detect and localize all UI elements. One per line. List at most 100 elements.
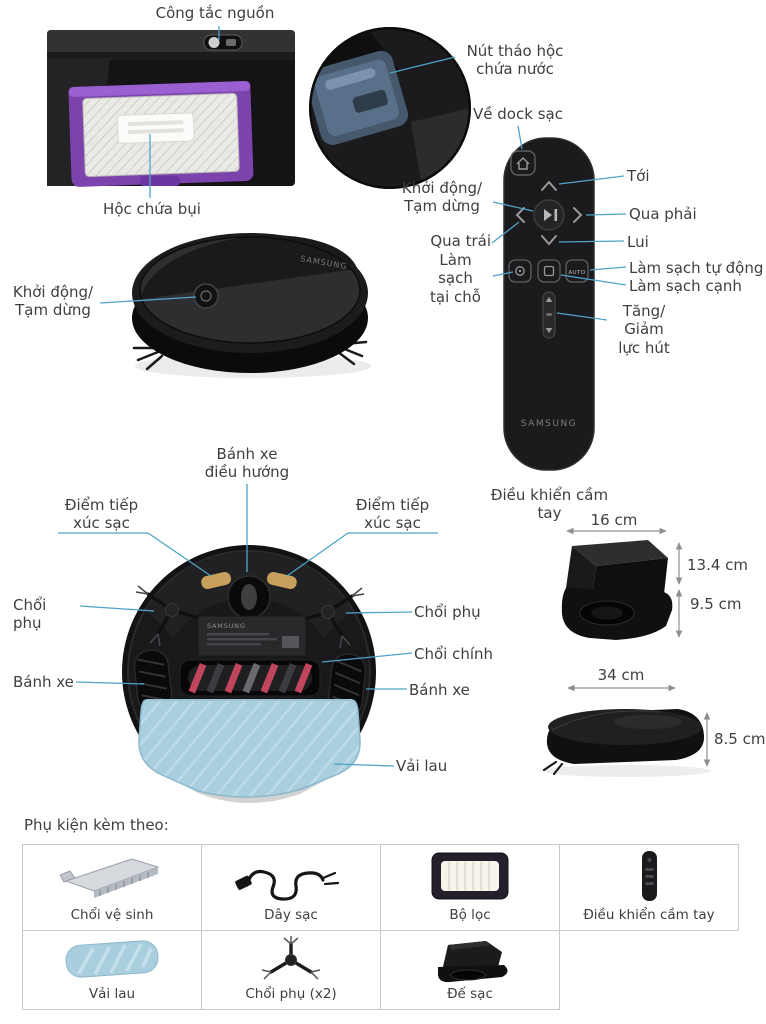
robot-height-label: 8.5 cm <box>714 730 766 748</box>
line-side-brush-right <box>345 611 413 614</box>
dock-illustration <box>561 540 673 640</box>
accessory-label: Dây sạc <box>264 907 318 923</box>
line-wheel-left <box>75 681 145 685</box>
dock-button <box>510 150 536 176</box>
main-brush-illustration <box>179 659 321 697</box>
line-water-tank <box>389 56 456 74</box>
dock-height-label: 13.4 cm <box>687 556 749 574</box>
top-view-side-brushes <box>132 340 368 371</box>
line-dock-return <box>517 125 523 150</box>
line-contact-right <box>286 532 438 577</box>
robot-top-illustration: SAMSUNG <box>132 222 371 378</box>
suction-slider <box>542 291 556 339</box>
suction-label: Tăng/ Giảm lực hút <box>618 302 670 357</box>
remote-caption: Điều khiển cầm tay <box>490 486 609 523</box>
line-robot-start <box>99 296 197 304</box>
accessory-cell-filter: Bộ lọc <box>380 844 560 931</box>
accessory-cell-cleaning-brush: Chổi vệ sinh <box>22 844 202 931</box>
line-suction <box>556 312 608 321</box>
bottom-side-brush-left <box>135 585 210 647</box>
remote-icon <box>560 845 738 907</box>
robot-start-pause-label: Khởi động/ Tạm dừng <box>12 283 94 320</box>
cleaning-brush-icon <box>23 845 201 907</box>
accessories-title: Phụ kiện kèm theo: <box>24 816 169 834</box>
line-turn-right <box>585 213 627 216</box>
info-plate: SAMSUNG <box>197 615 307 657</box>
power-switch-illustration <box>203 34 243 51</box>
accessory-label: Chổi phụ (x2) <box>245 986 337 1002</box>
wheel-left-illustration <box>133 649 173 713</box>
power-switch-label: Công tắc nguồn <box>155 4 275 22</box>
accessories-table: Chổi vệ sinh Dây sạc Bộ lọc <box>22 844 739 1010</box>
side-brush-left-label: Chổi phụ <box>13 596 47 633</box>
charging-dock-icon <box>381 931 559 986</box>
nav-wheel-label: Bánh xe điều hướng <box>204 445 290 482</box>
side-brush-right-label: Chổi phụ <box>414 603 481 621</box>
dock-width-label: 16 cm <box>590 511 638 529</box>
power-cable-icon <box>202 845 380 907</box>
accessory-label: Vải lau <box>88 986 136 1002</box>
dust-bin-label: Hộc chứa bụi <box>103 200 201 218</box>
accessory-label: Chổi vệ sinh <box>70 907 154 923</box>
line-spot-clean <box>492 271 514 277</box>
line-side-brush-left <box>79 605 155 612</box>
dpad-icons <box>515 180 583 246</box>
robot-side-illustration <box>542 709 711 777</box>
line-main-brush <box>321 652 413 663</box>
line-mop <box>333 763 395 767</box>
start-pause-button <box>533 199 565 231</box>
accessory-label: Đế sạc <box>447 986 493 1002</box>
turn-right-label: Qua phải <box>629 205 697 223</box>
dock-base-height-label: 9.5 cm <box>690 595 742 613</box>
wheel-right-label: Bánh xe <box>409 681 470 699</box>
mop-label: Vải lau <box>396 757 448 775</box>
leader-lines <box>58 26 627 767</box>
svg-text:SAMSUNG: SAMSUNG <box>521 419 577 429</box>
line-backward <box>558 240 625 243</box>
spot-clean-label: Làm sạch tại chỗ <box>430 251 481 306</box>
backward-label: Lui <box>627 233 649 251</box>
line-auto-clean <box>589 266 627 271</box>
dust-bin-photo <box>47 30 295 187</box>
side-brush-icon <box>202 931 380 986</box>
chevron-up-icon <box>541 180 557 191</box>
robot-bottom-illustration: SAMSUNG <box>122 545 376 803</box>
edge-clean-label: Làm sạch cạnh <box>629 277 742 295</box>
main-brush-label: Chổi chính <box>414 645 494 663</box>
water-tank-photo <box>309 27 471 189</box>
line-turn-left <box>491 221 520 244</box>
accessory-label: Bộ lọc <box>449 907 491 923</box>
dock-return-label: Về dock sạc <box>473 105 563 123</box>
water-tank-label: Nút tháo hộc chứa nước <box>466 42 564 79</box>
line-edge-clean <box>560 274 627 286</box>
chevron-left-icon <box>515 207 525 223</box>
forward-label: Tới <box>627 167 650 185</box>
accessory-cell-side-brush: Chổi phụ (x2) <box>201 930 381 1010</box>
accessory-cell-cable: Dây sạc <box>201 844 381 931</box>
dust-box <box>68 80 254 187</box>
charge-contact-right-label: Điểm tiếp xúc sạc <box>355 496 430 533</box>
remote-illustration: AUTO SAMSUNG <box>503 137 595 471</box>
accessory-cell-dock: Đế sạc <box>380 930 560 1010</box>
wheel-left-label: Bánh xe <box>13 673 74 691</box>
line-contact-left <box>58 532 212 577</box>
line-forward <box>558 175 625 185</box>
auto-clean-label: Làm sạch tự động <box>629 259 764 277</box>
mop-illustration <box>138 699 361 803</box>
remote-start-pause-label: Khởi động/ Tạm dừng <box>401 179 483 216</box>
robot-diameter-label: 34 cm <box>597 666 645 684</box>
accessory-cell-remote: Điều khiển cầm tay <box>559 844 739 931</box>
turn-left-label: Qua trái <box>430 232 491 250</box>
charge-contact-left-label: Điểm tiếp xúc sạc <box>64 496 139 533</box>
line-remote-start <box>492 201 534 212</box>
mop-cloth-icon <box>23 931 201 986</box>
dimension-arrows <box>566 527 711 767</box>
mode-buttons: AUTO <box>508 259 589 283</box>
svg-text:AUTO: AUTO <box>568 270 586 276</box>
filter-icon <box>381 845 559 907</box>
svg-text:SAMSUNG: SAMSUNG <box>207 622 246 630</box>
accessory-label: Điều khiển cầm tay <box>583 907 715 923</box>
chevron-down-icon <box>541 235 557 246</box>
